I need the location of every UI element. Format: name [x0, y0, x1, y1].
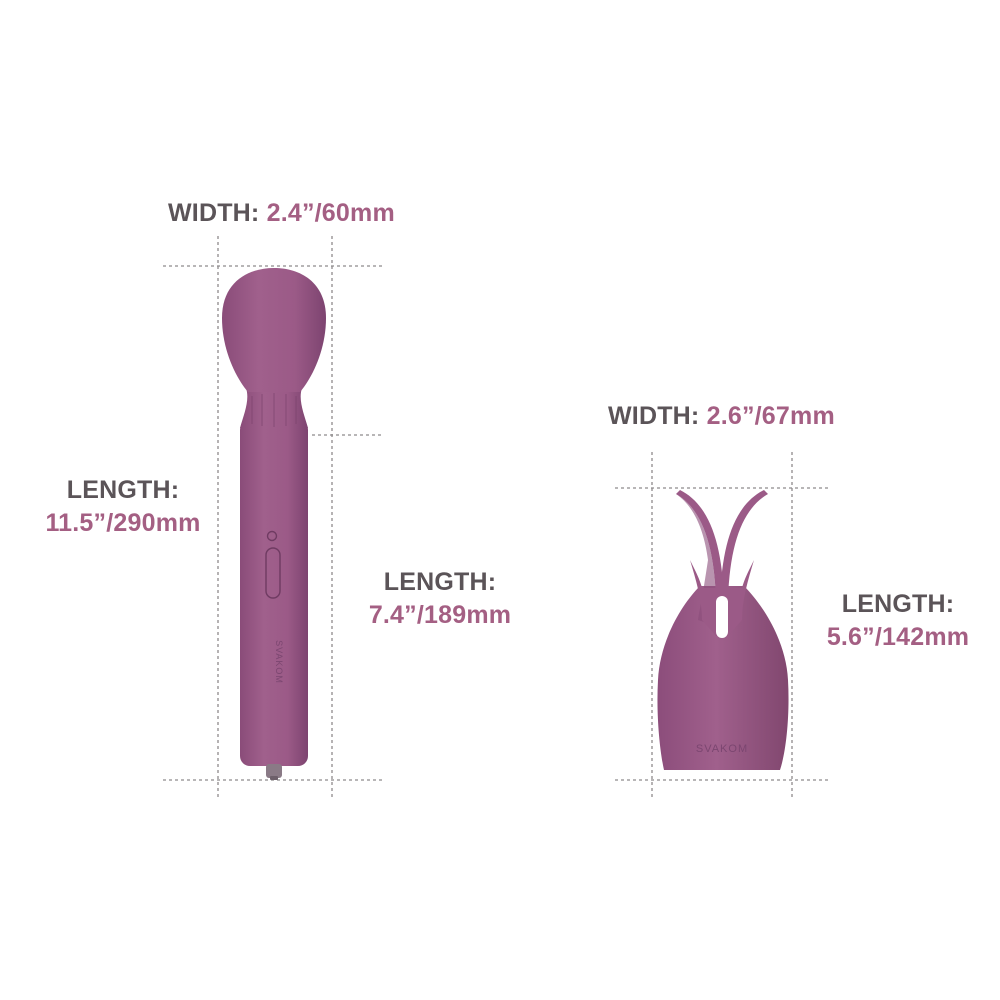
wand-neck-ribs	[251, 393, 297, 427]
wand-width-value: 2.4”/60mm	[266, 199, 395, 227]
attachment-base	[657, 586, 789, 770]
attachment-width-key: WIDTH:	[608, 402, 700, 430]
wand-dimension-lines	[163, 236, 382, 800]
wand-head	[222, 268, 326, 392]
wand-width-label: WIDTH: 2.4”/60mm	[168, 201, 395, 226]
wand-width-key: WIDTH:	[168, 199, 260, 227]
attachment-slit	[716, 596, 728, 638]
attachment-length-label: LENGTH: 5.6”/142mm	[808, 592, 988, 650]
attachment-width-label: WIDTH: 2.6”/67mm	[608, 404, 835, 429]
charging-tip	[266, 764, 282, 778]
wand-handle-length-key: LENGTH:	[383, 568, 497, 596]
wand-handle	[240, 420, 308, 766]
mode-button	[265, 547, 281, 599]
attachment-length-value: 5.6”/142mm	[826, 623, 970, 651]
attachment-width-value: 2.6”/67mm	[706, 402, 835, 430]
wand-total-length-key: LENGTH:	[66, 476, 180, 504]
attachment-length-key: LENGTH:	[841, 590, 955, 618]
attachment-dimension-lines	[615, 452, 828, 800]
wand-total-length-value: 11.5”/290mm	[45, 509, 201, 537]
wand-total-length-label: LENGTH: 11.5”/290mm	[28, 478, 218, 536]
wand-handle-length-value: 7.4”/189mm	[368, 601, 512, 629]
attachment-brand-mark: SVAKOM	[696, 743, 748, 755]
rabbit-attachment: SVAKOM	[657, 490, 789, 770]
wand-massager: SVAKOM	[222, 268, 326, 780]
wand-brand-mark: SVAKOM	[274, 640, 284, 684]
wand-handle-length-label: LENGTH: 7.4”/189mm	[350, 570, 530, 628]
power-button	[266, 530, 278, 542]
